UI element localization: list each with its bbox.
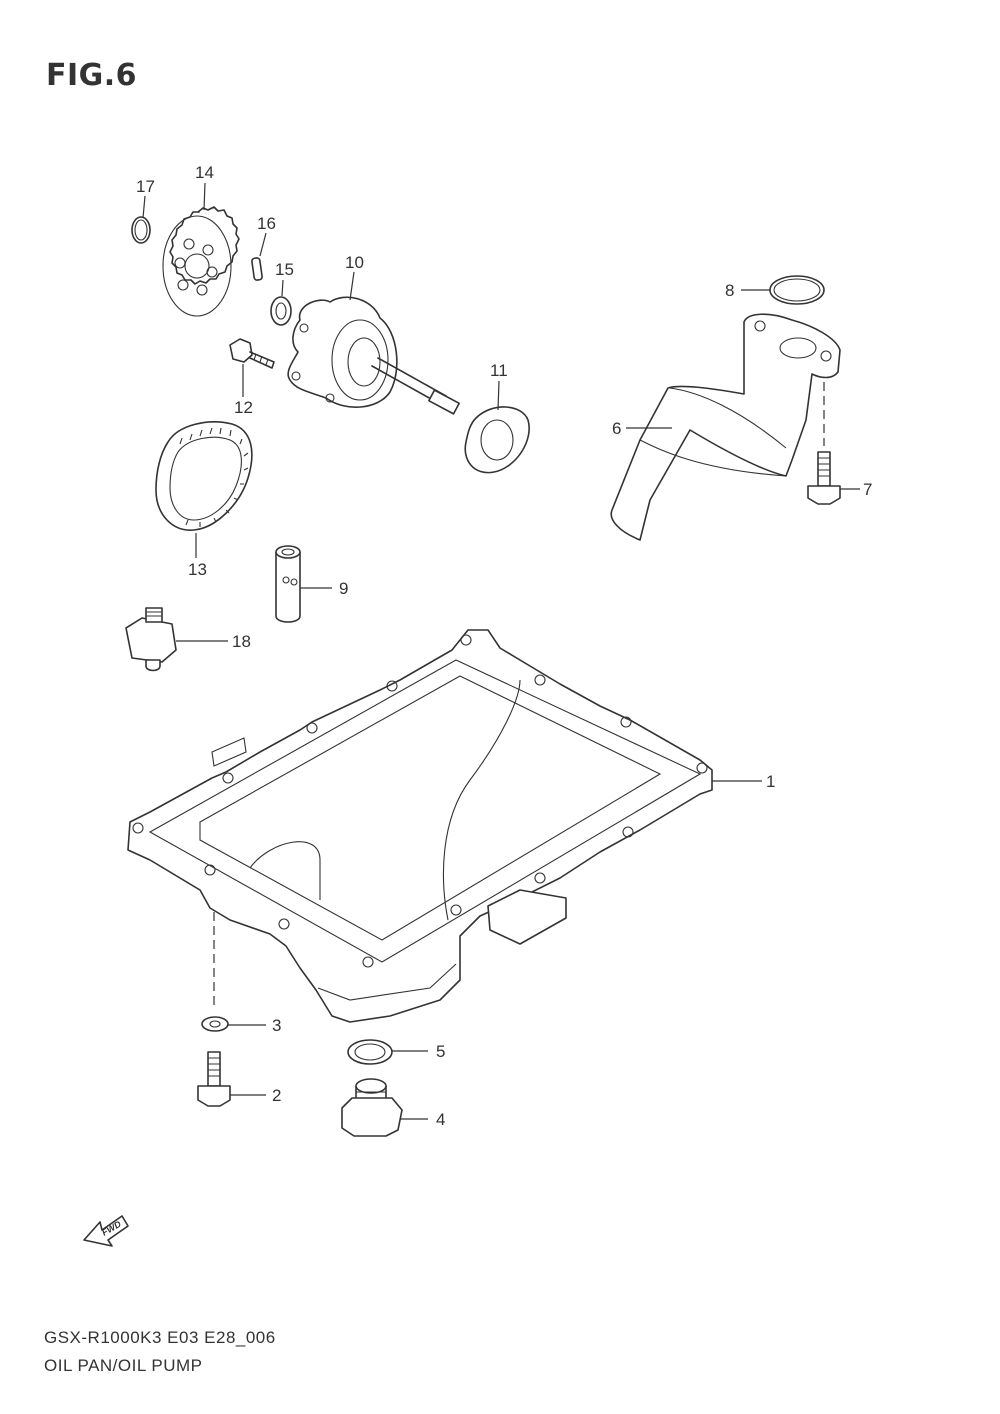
part-14-drive-gear bbox=[162, 182, 240, 317]
part-13-driven-gear bbox=[155, 421, 253, 558]
part-2-bolt bbox=[197, 1051, 266, 1107]
part-4-drain-plug bbox=[341, 1078, 428, 1137]
callout-5: 5 bbox=[436, 1042, 445, 1061]
fwd-arrow-icon: FWD bbox=[83, 1215, 129, 1247]
callout-15: 15 bbox=[275, 260, 294, 279]
part-18-pressure-switch bbox=[125, 607, 228, 672]
callout-10: 10 bbox=[345, 253, 364, 272]
callout-1: 1 bbox=[766, 772, 775, 791]
callout-16: 16 bbox=[257, 214, 276, 233]
part-9-dowel-pipe bbox=[275, 545, 332, 623]
part-8-o-ring bbox=[741, 275, 825, 305]
part-11-gasket bbox=[464, 380, 530, 474]
part-3-washer bbox=[201, 1016, 266, 1032]
callout-14: 14 bbox=[195, 163, 214, 182]
part-1-oil-pan bbox=[127, 629, 762, 1023]
callout-2: 2 bbox=[272, 1086, 281, 1105]
callout-9: 9 bbox=[339, 579, 348, 598]
part-7-bolt bbox=[807, 451, 860, 505]
part-17-circlip bbox=[131, 195, 151, 244]
section-title: OIL PAN/OIL PUMP bbox=[44, 1356, 203, 1375]
callout-7: 7 bbox=[863, 480, 872, 499]
callout-8: 8 bbox=[725, 281, 734, 300]
callout-6: 6 bbox=[612, 419, 621, 438]
part-12-bolt bbox=[229, 338, 275, 397]
callout-13: 13 bbox=[188, 560, 207, 579]
callout-18: 18 bbox=[232, 632, 251, 651]
part-5-gasket bbox=[347, 1039, 428, 1065]
model-code: GSX-R1000K3 E03 E28_006 bbox=[44, 1328, 276, 1347]
part-16-pin bbox=[251, 232, 267, 281]
callout-12: 12 bbox=[234, 398, 253, 417]
callout-4: 4 bbox=[436, 1110, 445, 1129]
callout-11: 11 bbox=[490, 361, 508, 380]
figure-title: FIG.6 bbox=[46, 58, 138, 93]
callout-3: 3 bbox=[272, 1016, 281, 1035]
part-10-oil-pump bbox=[287, 271, 460, 415]
part-15-washer bbox=[270, 279, 292, 326]
callout-17: 17 bbox=[136, 177, 155, 196]
part-6-oil-strainer bbox=[610, 313, 841, 541]
